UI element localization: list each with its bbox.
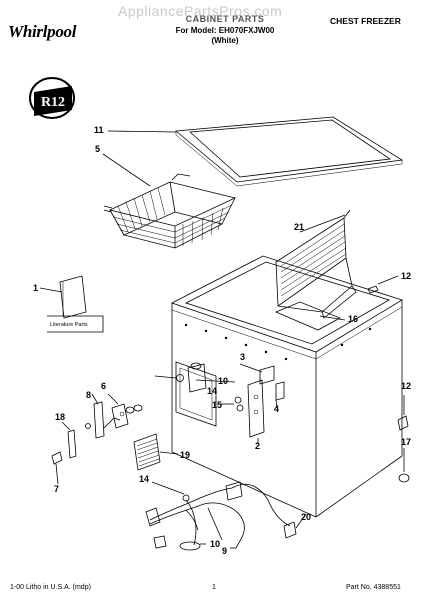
callout-14-upper: 14 (207, 386, 218, 396)
partition-plate (274, 301, 346, 331)
callout-10-lower: 10 (210, 539, 221, 549)
literature-booklet (39, 275, 104, 333)
callout-21: 21 (294, 222, 305, 232)
callout-10-upper: 10 (218, 376, 229, 386)
clip-upper (367, 275, 399, 294)
callout-12-upper: 12 (401, 271, 412, 281)
callout-19: 19 (180, 450, 191, 460)
callout-14-lower: 14 (139, 474, 150, 484)
clip-lower (397, 395, 409, 431)
footer-print-info: 1-00 Litho in U.S.A. (mdp) (10, 584, 91, 591)
lid-gasket (107, 116, 404, 187)
footer-page-number: 1 (212, 584, 216, 591)
callout-6: 6 (101, 381, 107, 391)
callout-8: 8 (86, 390, 92, 400)
callout-15: 15 (212, 400, 223, 410)
divider-panel (275, 209, 357, 319)
model-color: (White) (211, 36, 239, 45)
cord-clip (61, 421, 77, 459)
r12-badge-text: R12 (41, 95, 65, 110)
screw-set (154, 374, 244, 412)
wire-basket (102, 153, 237, 249)
overload-bracket (85, 393, 105, 439)
callout-17: 17 (401, 437, 412, 447)
callout-7: 7 (54, 484, 60, 494)
leveling-leg (398, 448, 410, 483)
literature-parts-label: Literature Parts (50, 322, 88, 328)
hinge-bracket (239, 363, 285, 444)
watermark: AppliancePartsPros.com (118, 3, 283, 19)
compressor-grille (133, 433, 179, 471)
callout-20: 20 (301, 512, 312, 522)
r12-badge: R12 (29, 77, 75, 119)
callout-3: 3 (240, 352, 246, 362)
callout-9: 9 (222, 546, 228, 556)
mounting-clip (51, 451, 63, 485)
wire-harness (145, 481, 307, 551)
whirlpool-logo: Whirlpool (8, 22, 77, 41)
model-number: For Model: EH070FXJW00 (175, 26, 275, 35)
product-type: CHEST FREEZER (330, 16, 401, 26)
callout-2: 2 (255, 441, 261, 451)
callout-5: 5 (95, 144, 101, 154)
page-title: CABINET PARTS (185, 14, 265, 24)
callout-11: 11 (94, 125, 104, 135)
callout-1: 1 (33, 283, 39, 293)
relay-bracket (103, 393, 143, 429)
footer-part-number: Part No. 4388551 (346, 584, 401, 591)
callout-16: 16 (348, 314, 359, 324)
callout-18: 18 (55, 412, 66, 422)
callout-4: 4 (274, 404, 280, 414)
thermostat (187, 362, 236, 393)
callout-12-lower: 12 (401, 381, 412, 391)
